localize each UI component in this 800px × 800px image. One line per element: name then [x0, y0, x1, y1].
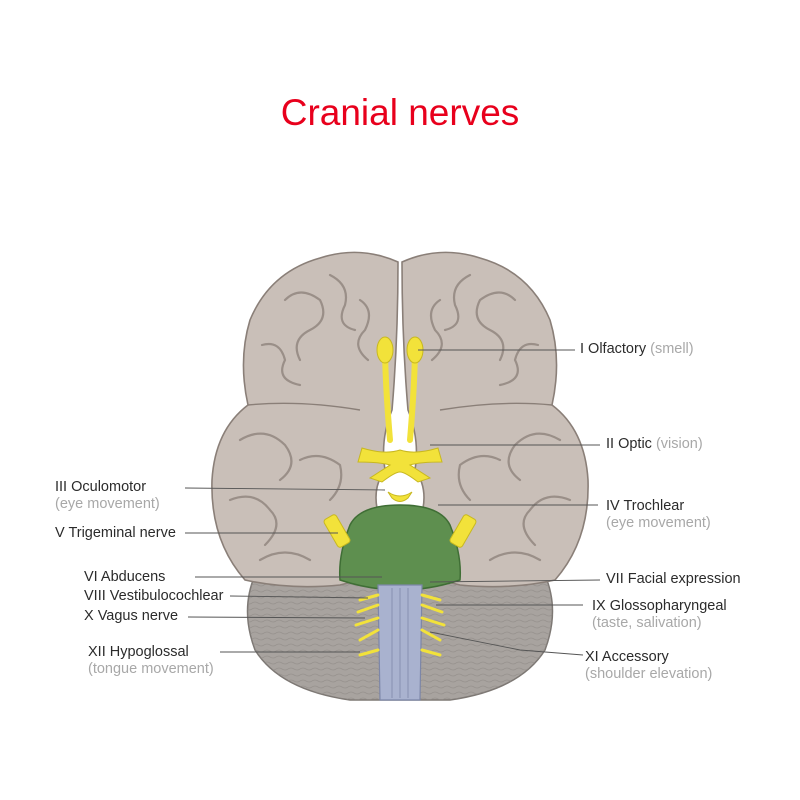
label-vestibulocochlear: VIII Vestibulocochlear: [84, 588, 224, 604]
lower-cranial-nerves: [354, 593, 446, 657]
label-facial: VII Facial expression: [606, 571, 741, 587]
diagram-title: Cranial nerves: [280, 92, 520, 133]
label-trigeminal: V Trigeminal nerve: [55, 525, 176, 541]
left-hemisphere: [211, 251, 399, 588]
label-trochlear: IV Trochlear (eye movement): [606, 498, 711, 531]
label-glossopharyngeal: IX Glossopharyngeal (taste, salivation): [592, 598, 727, 631]
medulla: [377, 584, 423, 701]
label-oculomotor: III Oculomotor (eye movement): [55, 479, 160, 512]
oculomotor-nerve: [387, 491, 413, 502]
label-olfactory: I Olfactory (smell): [580, 341, 694, 357]
label-optic: II Optic (vision): [606, 436, 703, 452]
label-hypoglossal: XII Hypoglossal (tongue movement): [88, 644, 214, 677]
olfactory-nerves: [376, 336, 424, 443]
trigeminal-nerves: [323, 514, 477, 548]
pons: [338, 504, 462, 591]
label-abducens: VI Abducens: [84, 569, 166, 585]
label-accessory: XI Accessory (shoulder elevation): [585, 649, 713, 682]
leader-lines: [184, 349, 601, 656]
optic-chiasm: [357, 447, 443, 483]
label-vagus: X Vagus nerve: [84, 608, 179, 624]
